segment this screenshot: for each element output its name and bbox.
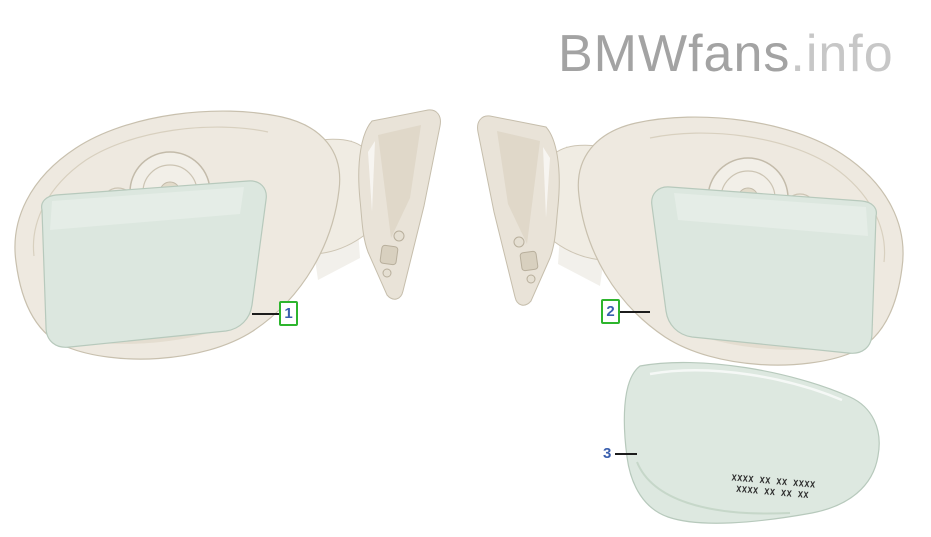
callout-1-marker[interactable]: 1 [279,301,298,326]
right-mirror-assembly [476,115,904,366]
watermark-brand: BMWfans [558,25,791,83]
mount-knob [379,244,399,266]
screw-icon [393,230,405,242]
callout-3: 3 [603,441,638,466]
callout-3-leader-line [615,452,638,455]
mount-fin-highlight [368,141,375,212]
watermark-suffix: .info [790,25,894,83]
mirror-glass-part-3 [623,361,880,524]
left-mirror-assembly [14,109,441,360]
mount-fin-shade [378,125,421,238]
watermark: BMWfans.info [558,28,894,80]
callout-2-leader-line [620,310,650,313]
replacement-glass-part [623,361,880,524]
callout-2: 2 [601,299,650,324]
callout-1: 1 [252,301,298,326]
housing-rim [32,126,269,257]
screw-icon [382,268,392,278]
callout-3-marker[interactable]: 3 [603,445,612,462]
glass-3-highlight [649,369,843,402]
callout-1-leader-line [252,312,279,315]
glass-highlight [50,187,244,230]
glass-3-edge-shade [636,461,791,515]
callout-2-marker[interactable]: 2 [601,299,620,324]
